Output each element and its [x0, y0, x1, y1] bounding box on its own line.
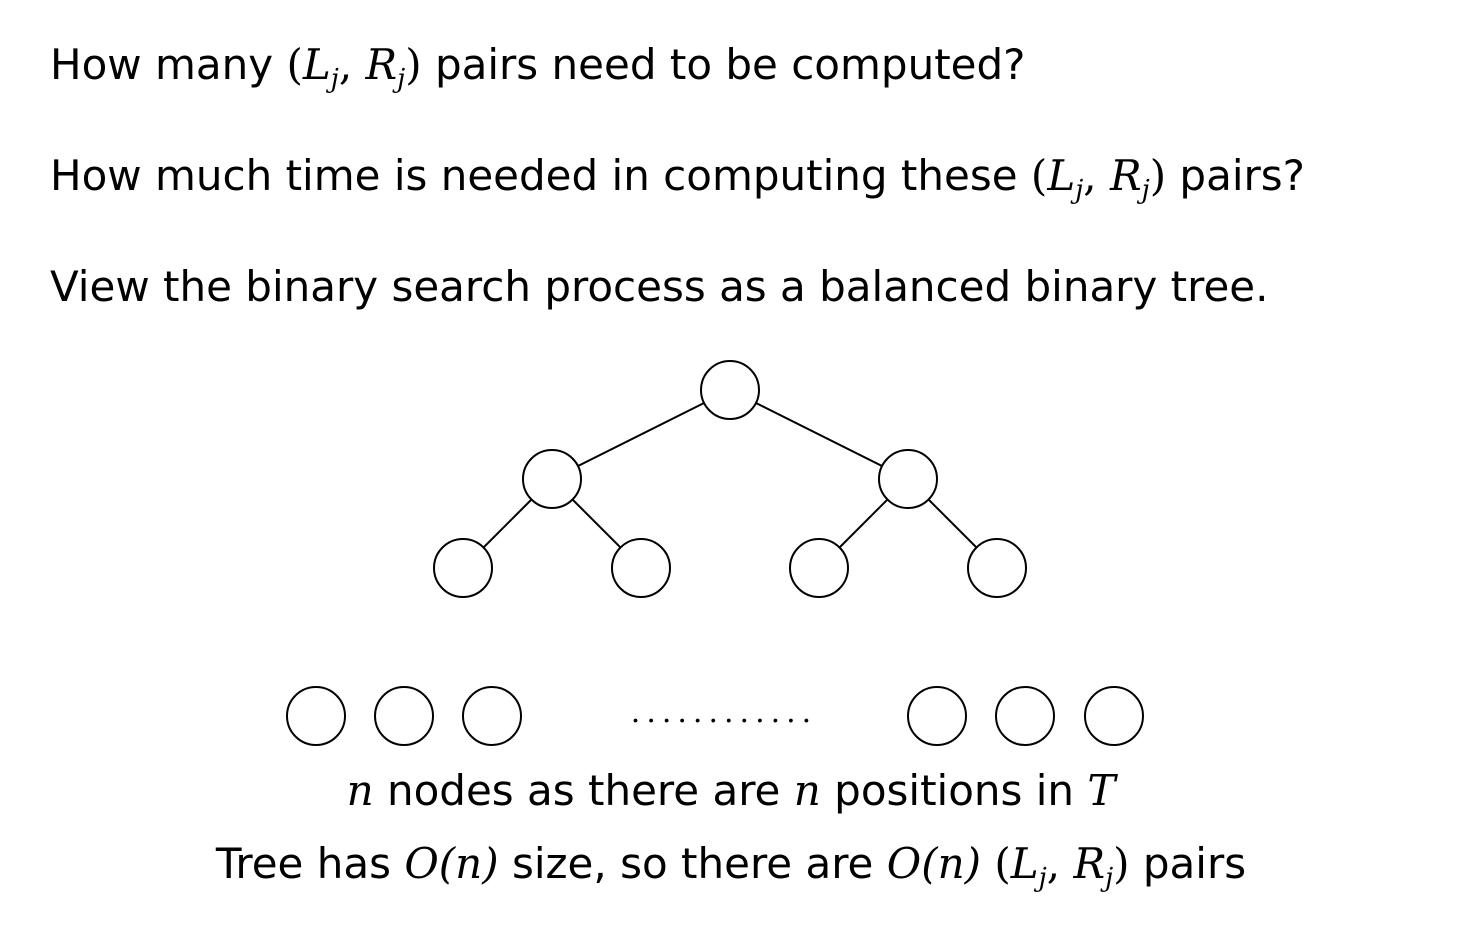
pair-close-paren: )	[1149, 151, 1167, 200]
pair-open-paren: (	[286, 40, 303, 89]
pair-R-subscript: j	[1105, 862, 1114, 893]
pair-L-subscript: j	[1038, 862, 1047, 893]
pair-L: L	[302, 40, 331, 89]
pair-close-paren: )	[1113, 839, 1130, 888]
leaf-node	[286, 686, 346, 746]
pair-open-paren: (	[1030, 151, 1048, 200]
tree-root-node	[700, 360, 760, 420]
caption-text: nodes as there are	[373, 766, 794, 815]
tree-node	[789, 538, 849, 598]
tree-intro-text: View the binary search process as a bala…	[50, 262, 1269, 311]
leaf-node	[995, 686, 1055, 746]
question-text-before: How much time is needed in computing the…	[50, 151, 1031, 200]
caption-nodes: n nodes as there are n positions in T	[0, 770, 1462, 812]
math-T: T	[1087, 766, 1116, 815]
question-text-after: pairs need to be computed?	[421, 40, 1026, 89]
tree-edge	[729, 389, 909, 480]
question-text-before: How many	[50, 40, 287, 89]
tree-edge	[551, 389, 731, 480]
math-arg: (n)	[921, 839, 982, 888]
pair-R-subscript: j	[397, 63, 406, 94]
tree-node	[433, 538, 493, 598]
math-O: O	[404, 839, 439, 888]
math-arg: (n)	[438, 839, 499, 888]
pair-comma: ,	[1046, 839, 1074, 888]
pair-L-subscript: j	[330, 63, 339, 94]
pair-L: L	[1010, 839, 1039, 888]
question-text-after: pairs?	[1166, 151, 1305, 200]
leaf-node	[462, 686, 522, 746]
leaf-node	[907, 686, 967, 746]
question-count-pairs: How many (Lj, Rj) pairs need to be compu…	[50, 44, 1025, 92]
leaf-ellipsis: ............	[631, 695, 817, 730]
leaf-node	[374, 686, 434, 746]
caption-text: size, so there are	[498, 839, 887, 888]
caption-text: positions in	[820, 766, 1088, 815]
tree-node	[967, 538, 1027, 598]
tree-node	[522, 449, 582, 509]
math-n: n	[346, 766, 374, 815]
pair-comma: ,	[338, 40, 366, 89]
pair-R: R	[1073, 839, 1106, 888]
pair-R-subscript: j	[1141, 174, 1150, 205]
pair-comma: ,	[1083, 151, 1110, 200]
caption-text: pairs	[1129, 839, 1247, 888]
caption-text: Tree has	[215, 839, 405, 888]
pair-close-paren: )	[405, 40, 422, 89]
question-time-pairs: How much time is needed in computing the…	[50, 155, 1305, 203]
pair-R: R	[1109, 151, 1142, 200]
pair-R: R	[365, 40, 398, 89]
pair-L: L	[1047, 151, 1076, 200]
pair-open-paren: (	[994, 839, 1011, 888]
tree-node	[611, 538, 671, 598]
caption-tree-size: Tree has O(n) size, so there are O(n) (L…	[0, 843, 1462, 891]
leaf-node	[1084, 686, 1144, 746]
math-n: n	[793, 766, 821, 815]
math-O: O	[886, 839, 922, 888]
tree-node	[878, 449, 938, 509]
pair-L-subscript: j	[1075, 174, 1084, 205]
